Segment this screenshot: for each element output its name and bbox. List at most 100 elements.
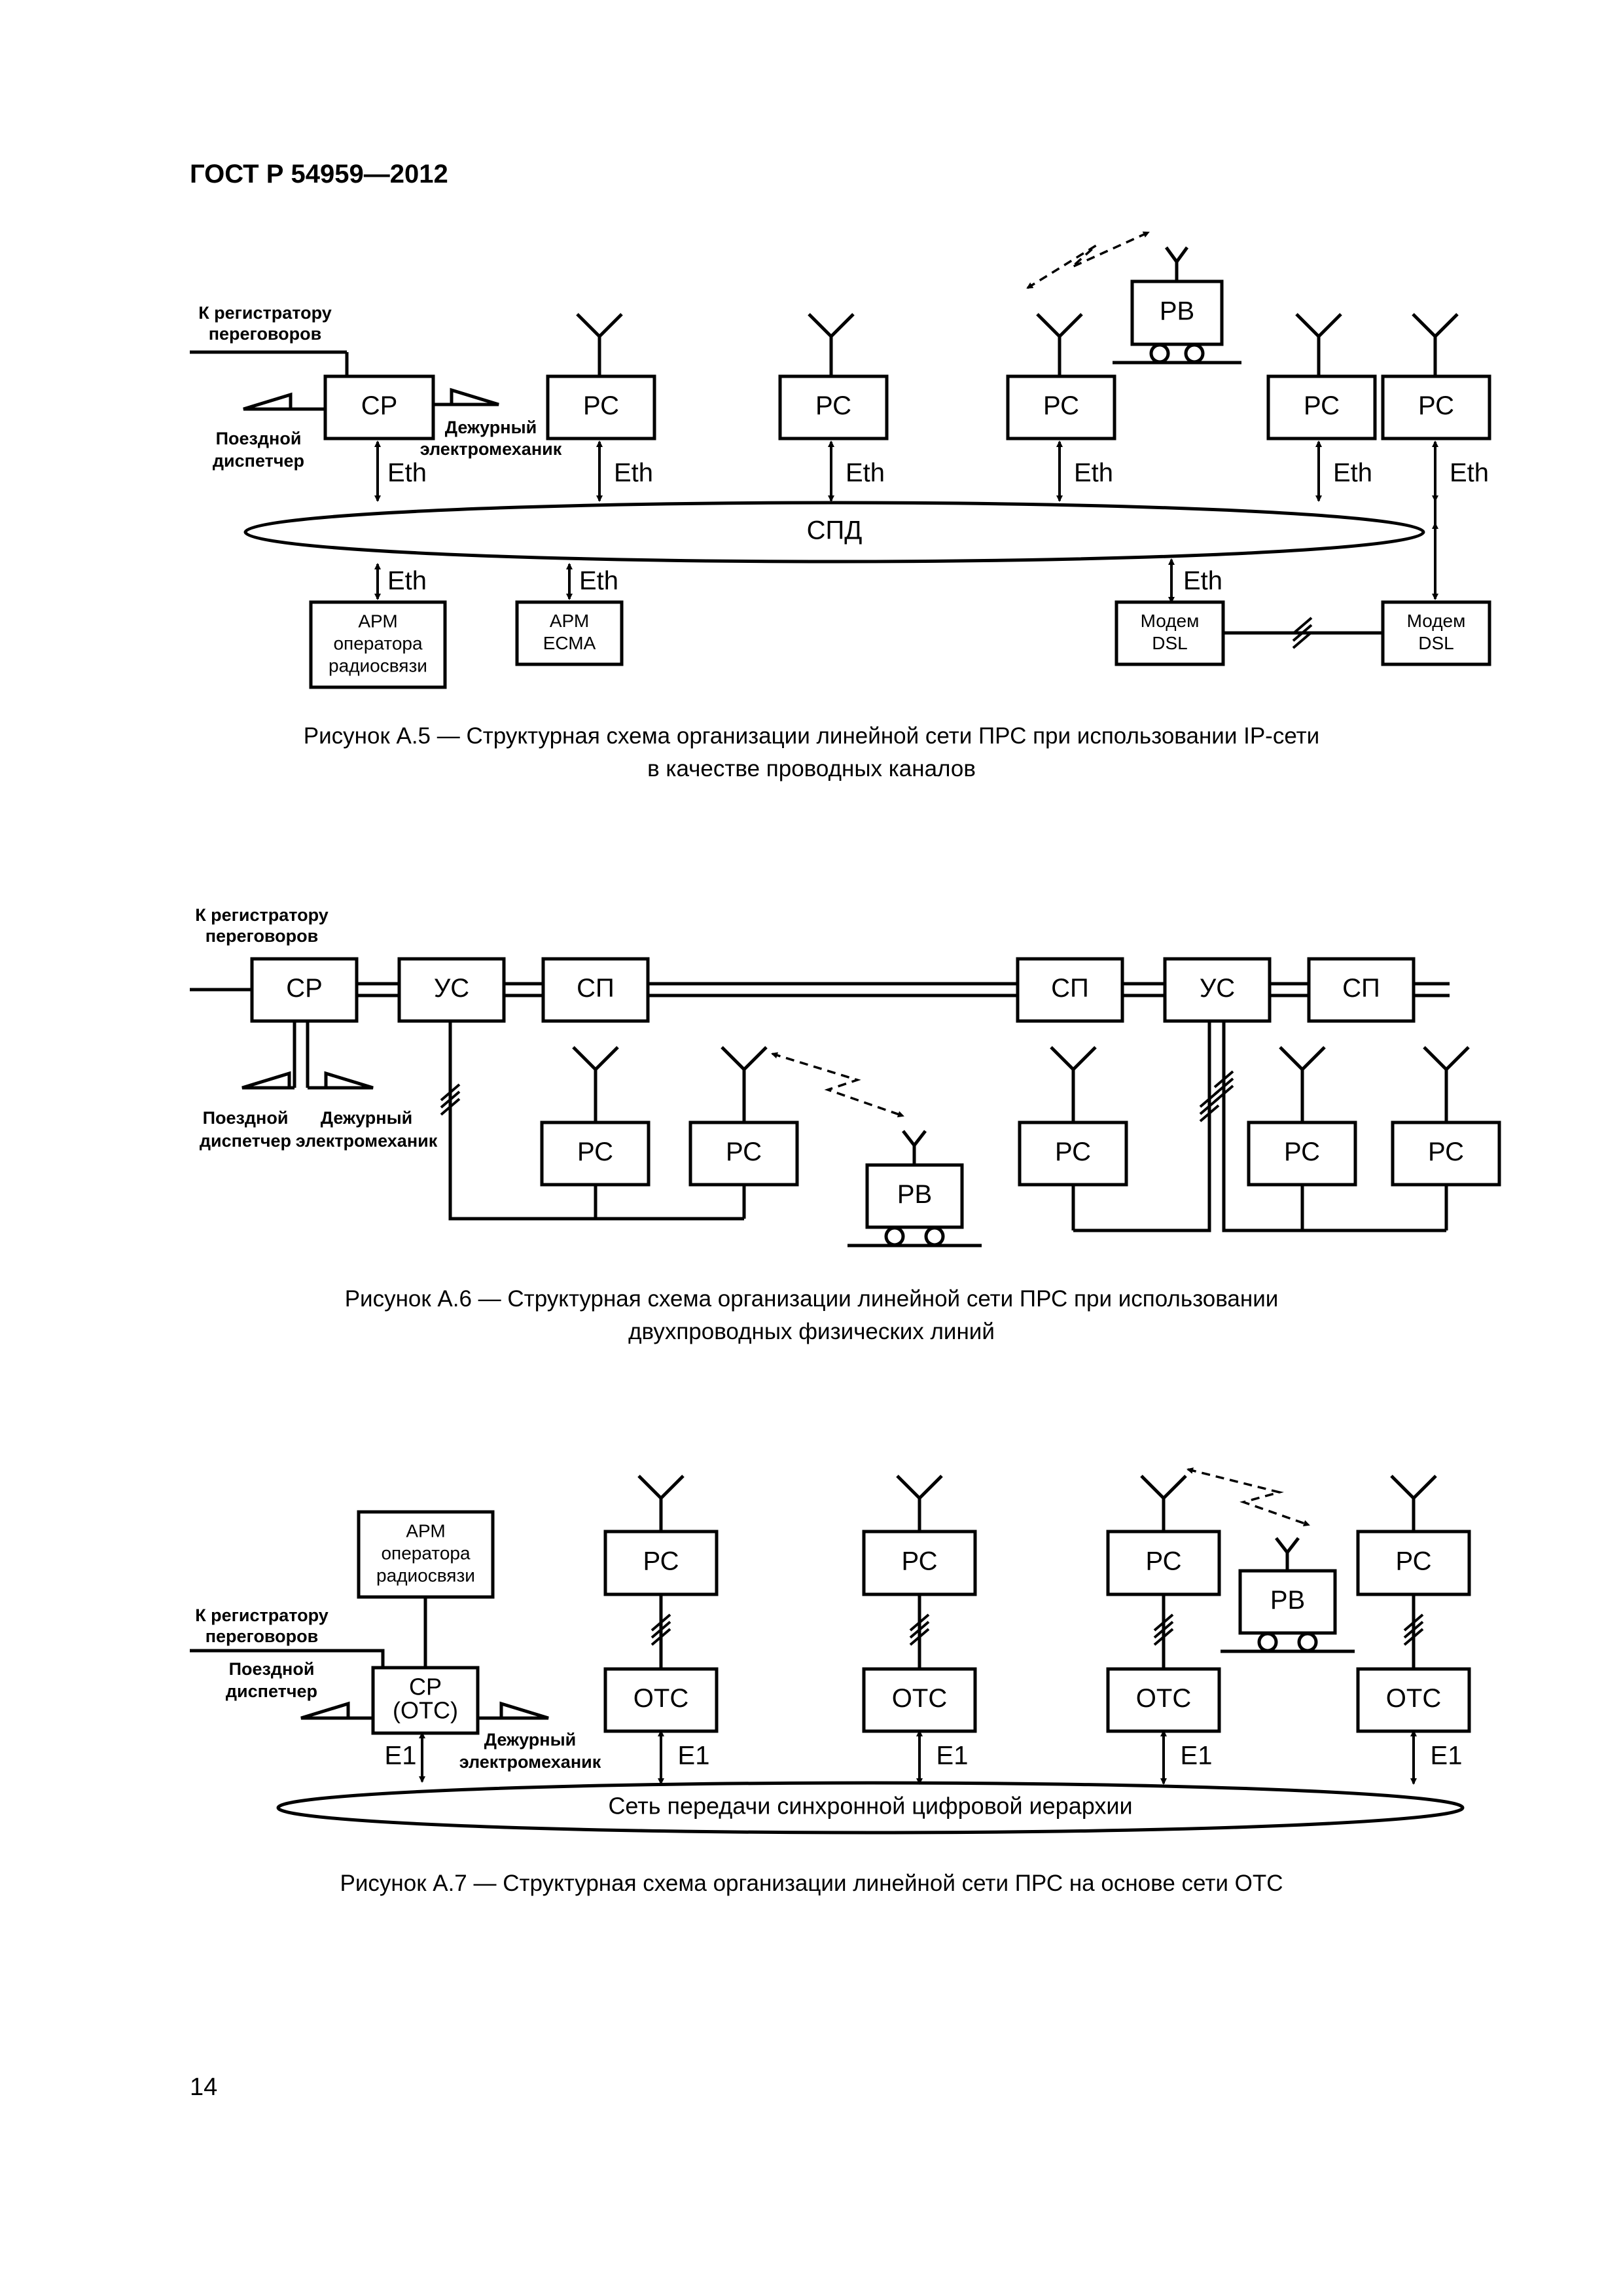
us-box: УС [397,957,506,1023]
dispatcher-label: Поездной [229,1659,315,1679]
hatch-stroke [1213,1085,1234,1103]
arm-operator-box-label: АРМ [358,611,397,631]
hatch-stroke [440,1098,461,1116]
rv-box: РВ [1130,279,1224,346]
antenna-arm [918,1475,943,1499]
us-box-label: УС [1200,974,1235,1003]
e1-label: E1 [1431,1742,1463,1770]
rv-box-frame [1238,1569,1337,1635]
sp-box-label: СП [1051,974,1089,1003]
multi-wire-hatch [1153,1613,1174,1646]
recorder-label: К регистратору [195,1605,329,1625]
eth-label: Eth [1450,459,1489,488]
hatch-stroke [651,1613,671,1632]
rs-box: РС [1106,1530,1221,1596]
rs-box: РС [546,374,656,440]
rs-box: РС [1247,1121,1357,1187]
antenna-icon [721,1046,768,1122]
antenna-arm [1301,1046,1326,1071]
antenna-arm [1412,1475,1437,1499]
rs-box-frame [1266,374,1377,440]
arm-operator-box-label: радиосвязи [329,655,427,675]
antenna-icon [1279,1046,1326,1122]
hatch-stroke [440,1083,461,1102]
rs-box: РС [1356,1530,1471,1596]
arm-operator-box-frame [309,600,447,689]
spd-network-ellipse [243,501,1425,564]
eth-label: Eth [1333,459,1372,488]
eth-label: Eth [1183,567,1222,596]
us-box-frame [1163,957,1272,1023]
electromechanic-label: электромеханик [459,1752,601,1772]
hatch-stroke [1153,1613,1174,1632]
us-box-label: УС [434,974,469,1003]
sp-box: СП [541,957,650,1023]
ots-box-label: ОТС [1136,1684,1191,1713]
ots-box: ОТС [1106,1667,1221,1733]
ots-box-frame [1356,1667,1471,1733]
hatch-stroke [1292,624,1313,642]
arm-ecma-box-frame [515,600,624,666]
rs-box-label: РС [726,1138,762,1166]
rs-box-frame [1381,374,1491,440]
hatch-stroke [909,1613,930,1632]
antenna-icon [1140,1475,1187,1532]
antenna-icon [896,1475,943,1532]
sp-box-label: СП [577,974,615,1003]
vehicle-antenna-arm [1286,1537,1300,1554]
rs-box-label: РС [1145,1547,1181,1576]
sp-box-frame [541,957,650,1023]
dsl-hatch [1292,617,1313,649]
antenna-arm [1140,1475,1165,1499]
hatch-stroke [1292,631,1313,649]
rs-box: РС [1391,1121,1501,1187]
hatch-stroke [651,1621,671,1639]
antenna-icon [1423,1046,1470,1122]
branch-hatch [1213,1070,1234,1103]
rs-box-label: РС [1304,391,1340,420]
rs-box-frame [1391,1121,1501,1187]
rs-box-frame [778,374,889,440]
e1-label: E1 [936,1742,969,1770]
wheel-icon [884,1226,905,1247]
triangle-shape [300,1701,350,1720]
caption-line: двухпроводных физических линий [628,1319,995,1344]
train-radio-vehicle: РВ [1113,279,1241,365]
vehicle-antenna-arm [1164,246,1179,263]
wheel-icon [1184,343,1205,364]
antenna-arm [637,1475,662,1499]
cp-box-label: СР [286,974,323,1003]
hatch-stroke [1292,617,1313,635]
antenna-arm [572,1046,597,1071]
caption-line: Рисунок А.7 — Структурная схема организа… [340,1871,1283,1896]
arm-operator-box-label: АРМ [406,1520,445,1541]
branch-hatch [440,1083,461,1116]
hatch-stroke [909,1621,930,1639]
branch-line [448,1021,744,1221]
hatch-stroke [1213,1077,1234,1096]
ots-box: ОТС [1356,1667,1471,1733]
antenna-arm [598,313,623,338]
rs-box-label: РС [583,391,619,420]
rs-box: РС [862,1530,977,1596]
figure-a7-caption: Рисунок А.7 — Структурная схема организа… [0,1867,1623,1900]
radio-link-zigzag [1186,1467,1310,1527]
caption-line: Рисунок А.6 — Структурная схема организа… [344,1286,1279,1312]
figure-a5-diagram: К регистраторупереговоровСРПоезднойдиспе… [190,231,1491,689]
sp-box: СП [1016,957,1124,1023]
antenna-icon [1050,1046,1097,1122]
rs-box-label: РС [1418,391,1454,420]
rs-box-label: РС [815,391,851,420]
antenna-arm [1317,313,1342,338]
modem-dsl-box-frame [1381,600,1491,666]
triangle-shape [450,387,499,406]
vehicle-antenna-arm [1175,246,1189,263]
hatch-stroke [1403,1628,1424,1646]
antenna-arm [1162,1475,1187,1499]
recorder-label: К регистратору [195,905,329,925]
rs-box-label: РС [1428,1138,1464,1166]
rs-box-frame [862,1530,977,1596]
vehicle-antenna-arm [913,1130,927,1147]
rs-box-frame [1247,1121,1357,1187]
